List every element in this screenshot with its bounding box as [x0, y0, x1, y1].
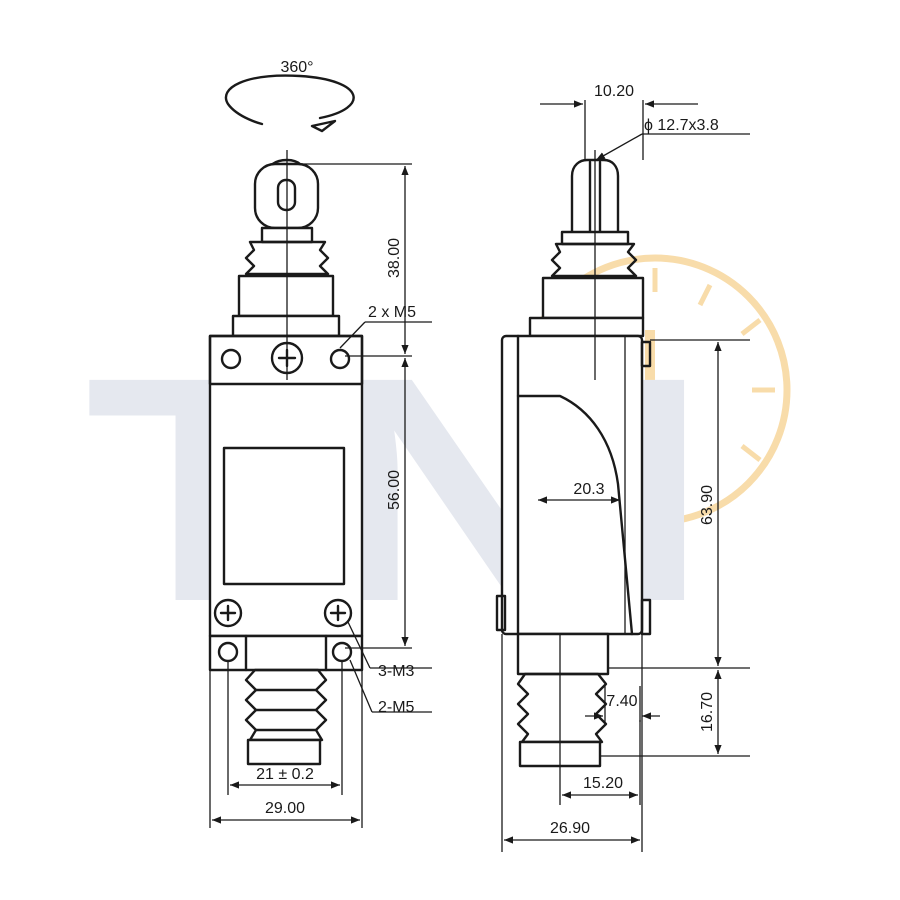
side-body: [495, 334, 652, 636]
boot-height-dimension: 16.70: [699, 692, 716, 732]
mount-hole-icon: [329, 348, 351, 370]
watermark: TNI: [85, 254, 791, 668]
cover-screws-label: 3-M3: [378, 663, 415, 680]
rotation-label: 360°: [280, 59, 313, 76]
roller-size-label: ϕ 12.7x3.8: [644, 117, 719, 134]
roller-width-dimension: 10.20: [594, 83, 634, 100]
top-mount-holes-label: 2 x M5: [368, 304, 416, 321]
mount-hole-icon: [331, 641, 353, 663]
mount-hole-icon: [217, 641, 239, 663]
bottom-mount-holes-label: 2-M5: [378, 699, 415, 716]
roller-plunger: [231, 158, 341, 338]
screw-head-icon: [213, 598, 243, 628]
hole-spacing-dimension: 21 ± 0.2: [256, 766, 314, 783]
side-boot: [516, 632, 610, 768]
boot-diameter-dimension: 7.40: [606, 693, 637, 710]
plunger-height-dimension: 38.00: [386, 238, 403, 278]
body-height-dimension: 56.00: [386, 470, 403, 510]
front-boot: [244, 668, 328, 766]
side-view: 10.20 ϕ 12.7x3.8 20.3 63.90 16.70 7.40 1…: [495, 83, 750, 852]
front-body: [208, 334, 364, 672]
side-roller-plunger: [528, 158, 645, 338]
mount-hole-icon: [220, 348, 242, 370]
screw-head-icon: [323, 598, 353, 628]
front-view: 360°: [208, 59, 432, 828]
boot-offset-dimension: 15.20: [583, 775, 623, 792]
body-width-dimension: 29.00: [265, 800, 305, 817]
total-height-dimension: 63.90: [699, 485, 716, 525]
body-depth-dimension: 20.3: [573, 481, 604, 498]
overall-depth-dimension: 26.90: [550, 820, 590, 837]
rotation-arrow-icon: [224, 74, 355, 133]
